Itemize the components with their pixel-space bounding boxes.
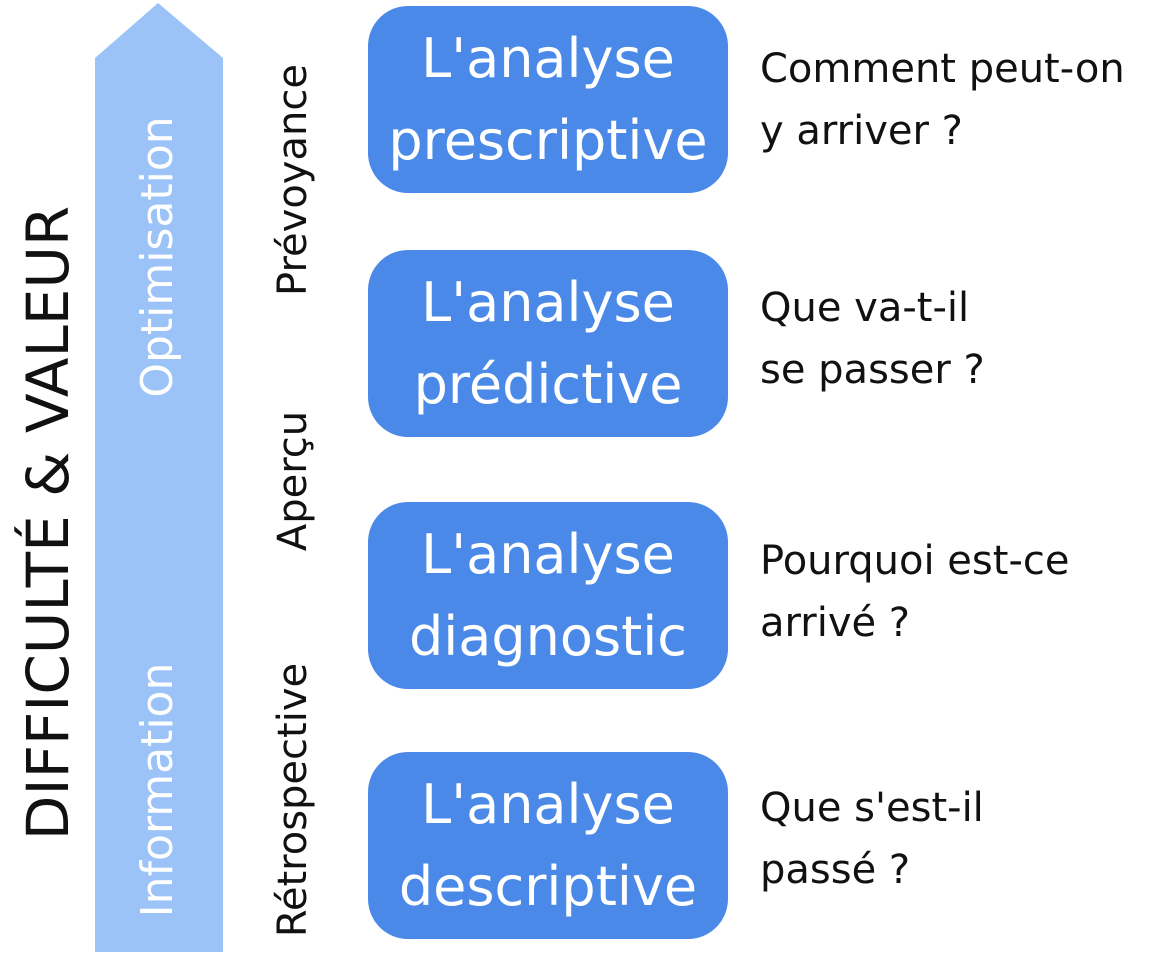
side-label-apercu: Aperçu [270, 410, 316, 552]
question-line: passé ? [760, 847, 911, 893]
side-label-retrospective: Rétrospective [270, 662, 316, 938]
box-line: prédictive [413, 352, 683, 416]
box-predictive: L'analyse prédictive [368, 250, 728, 437]
axis-title: DIFFICULTÉ & VALEUR [14, 205, 82, 841]
arrow-label-information: Information [132, 662, 183, 918]
question-line: y arriver ? [760, 108, 963, 154]
question-prescriptive: Comment peut-on y arriver ? [760, 38, 1125, 162]
question-descriptive: Que s'est-il passé ? [760, 777, 984, 901]
question-line: arrivé ? [760, 600, 911, 646]
question-line: Que s'est-il [760, 785, 984, 831]
up-arrow-icon [95, 3, 223, 952]
question-line: Comment peut-on [760, 46, 1125, 92]
question-line: se passer ? [760, 347, 985, 393]
box-descriptive: L'analyse descriptive [368, 752, 728, 939]
side-label-prevoyance: Prévoyance [270, 64, 316, 296]
box-line: L'analyse [421, 270, 675, 334]
box-line: diagnostic [409, 604, 687, 668]
box-line: L'analyse [421, 26, 675, 90]
box-diagnostic: L'analyse diagnostic [368, 502, 728, 689]
box-line: descriptive [398, 854, 698, 918]
box-line: L'analyse [421, 772, 675, 836]
arrow-label-optimisation: Optimisation [132, 116, 183, 398]
question-line: Pourquoi est-ce [760, 538, 1070, 584]
box-line: prescriptive [388, 108, 708, 172]
question-predictive: Que va-t-il se passer ? [760, 277, 985, 401]
box-prescriptive: L'analyse prescriptive [368, 6, 728, 193]
question-diagnostic: Pourquoi est-ce arrivé ? [760, 530, 1069, 654]
question-line: Que va-t-il [760, 285, 970, 331]
box-line: L'analyse [421, 522, 675, 586]
